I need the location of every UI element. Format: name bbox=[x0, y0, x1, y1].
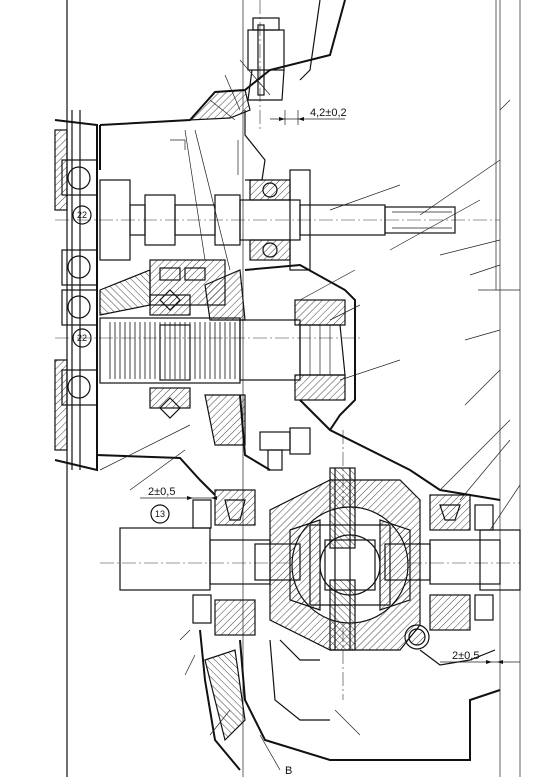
upper-bearing bbox=[61, 159, 98, 286]
dimension-top-clearance: 4,2±0,2 bbox=[270, 107, 347, 125]
upper-housing bbox=[99, 0, 346, 181]
gear-cluster bbox=[99, 259, 246, 321]
splined-coupling bbox=[99, 289, 241, 419]
mid-housing bbox=[96, 263, 501, 501]
input-shaft-bearing bbox=[249, 169, 311, 271]
side-gears bbox=[289, 519, 411, 611]
callout-axle-seal: 13 bbox=[155, 509, 165, 519]
lower-bearing bbox=[61, 289, 98, 406]
axle-shafts bbox=[119, 527, 521, 591]
drain-plug bbox=[404, 624, 430, 650]
leader-lines bbox=[99, 74, 521, 771]
lower-housing bbox=[199, 629, 501, 771]
pinion-bearing bbox=[239, 299, 346, 401]
dim-right-clearance-text: 2±0,5 bbox=[452, 650, 479, 662]
svg-text:22: 22 bbox=[77, 210, 87, 220]
dim-top-clearance-text: 4,2±0,2 bbox=[310, 107, 347, 119]
ring-gear bbox=[329, 467, 356, 651]
callout-upper-bearing: 22 bbox=[72, 205, 92, 225]
svg-text:22: 22 bbox=[77, 333, 87, 343]
dim-left-clearance-text: 2±0,5 bbox=[148, 486, 175, 498]
dimension-left-clearance: 2±0,5 13 bbox=[140, 486, 217, 524]
callout-lower-bearing: 22 bbox=[72, 328, 92, 348]
axle-bearings bbox=[192, 489, 494, 636]
section-letter: B bbox=[285, 765, 292, 777]
dimension-right-clearance: 2±0,5 bbox=[440, 650, 520, 664]
